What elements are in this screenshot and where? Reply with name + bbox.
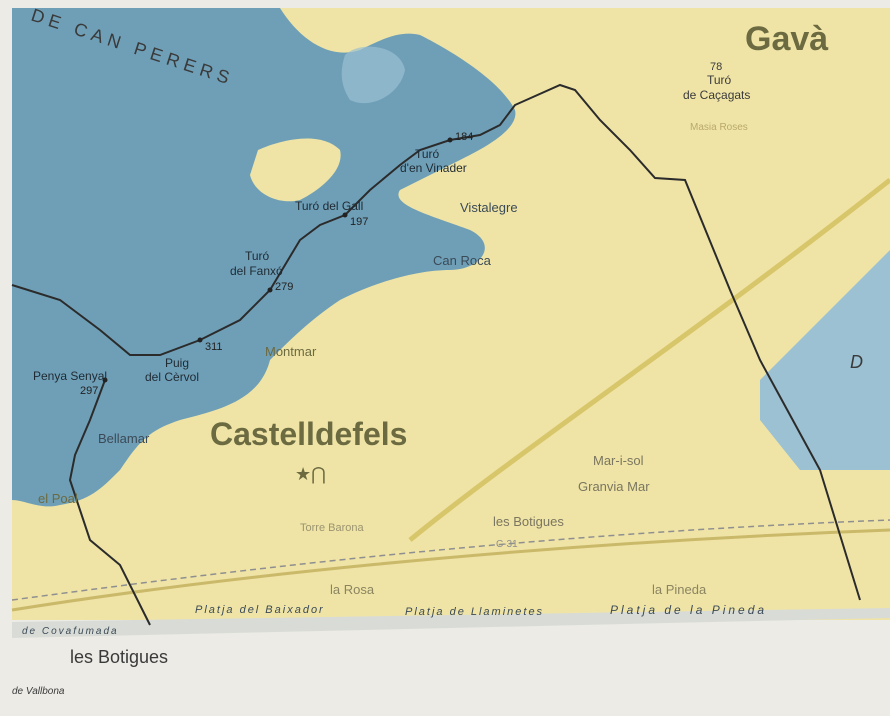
- sea-area: [760, 250, 890, 470]
- penya-senyal-label: Penya Senyal: [33, 369, 107, 383]
- turo-cacagats-label: Turó: [707, 73, 732, 87]
- masia-roses-label: Masia Roses: [690, 122, 748, 133]
- turo-gall-label: Turó del Gall: [295, 199, 363, 213]
- turo-vinader-label: Turó: [415, 147, 440, 161]
- castelldefels-symbols: ★⋂: [295, 464, 326, 484]
- summit-marker: [197, 337, 203, 343]
- granvia-mar-label: Granvia Mar: [578, 479, 650, 494]
- alt-78-label: 78: [710, 61, 722, 73]
- municipal-boundary: [11, 83, 861, 601]
- montmar-label: Montmar: [265, 344, 317, 359]
- alt-311-label: 311: [205, 341, 223, 353]
- pond: [341, 46, 405, 104]
- covafumada-label: de Covafumada: [22, 626, 119, 637]
- summit-marker: [102, 377, 108, 383]
- el-poal-label: el Poal: [38, 491, 78, 506]
- summit-marker: [267, 287, 273, 293]
- municipal-boundary-west: [68, 379, 151, 626]
- de-vallbona-label: de Vallbona: [12, 686, 65, 697]
- puig-cervol-label: Puig: [165, 356, 189, 370]
- c31-road-label: C-31: [496, 539, 518, 550]
- mar-i-sol-label: Mar-i-sol: [593, 453, 644, 468]
- platja-pineda-label: Platja de la Pineda: [610, 603, 767, 617]
- land-patch: [250, 138, 341, 202]
- forest-area: [12, 8, 516, 507]
- turo-vinader-label2: d'en Vinader: [400, 161, 467, 175]
- can-roca-label: Can Roca: [433, 253, 492, 268]
- turo-fanxo-label2: del Fanxó: [230, 264, 283, 278]
- summit-marker: [342, 212, 348, 218]
- gava-label: Gavà: [745, 20, 828, 58]
- bellamar-label: Bellamar: [98, 431, 150, 446]
- platja-baixador-label: Platja del Baixador: [195, 604, 325, 616]
- castelldefels-label: Castelldefels: [210, 416, 407, 452]
- alt-279-label: 279: [275, 281, 293, 293]
- vistalegre-label: Vistalegre: [460, 200, 518, 215]
- platja-llaminetes-label: Platja de Llaminetes: [405, 606, 544, 618]
- alt-184-label: 184: [455, 131, 473, 143]
- puig-cervol-label2: del Cèrvol: [145, 370, 199, 384]
- railway-line: [11, 519, 890, 601]
- la-rosa-label: la Rosa: [330, 582, 375, 597]
- lower-paper: [12, 638, 890, 716]
- alt-197-label: 197: [350, 216, 368, 228]
- d-letter-label: D: [850, 352, 863, 372]
- turo-fanxo-label: Turó: [245, 249, 270, 263]
- alt-297-label: 297: [80, 385, 98, 397]
- les-botigues-small-label: les Botigues: [493, 514, 564, 529]
- beach-strip: [12, 608, 890, 638]
- la-pineda-label: la Pineda: [652, 582, 707, 597]
- coastal-road: [11, 528, 890, 612]
- summit-marker: [447, 137, 453, 143]
- les-botigues-big-label: les Botigues: [70, 647, 168, 667]
- highway-road: [408, 178, 890, 542]
- torre-barona-label: Torre Barona: [300, 522, 364, 534]
- turo-cacagats-label2: de Caçagats: [683, 88, 750, 102]
